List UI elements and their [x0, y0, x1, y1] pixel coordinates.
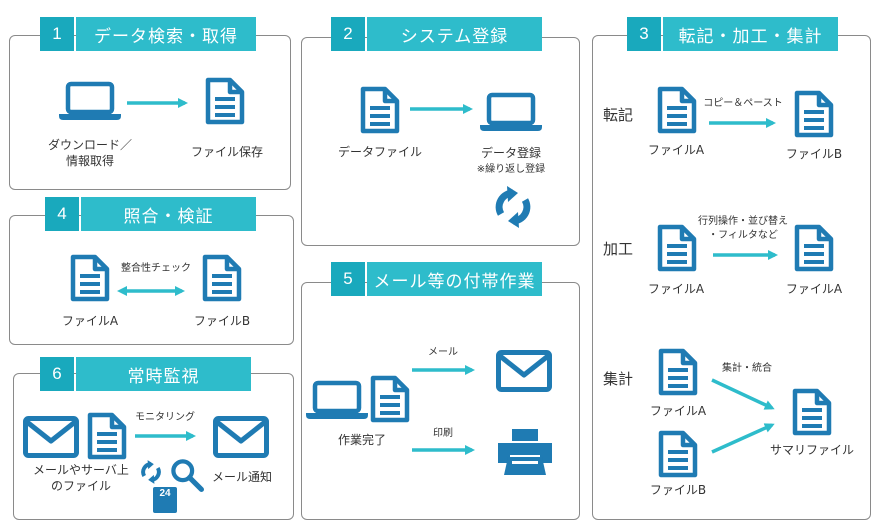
- row-label-process: 加工: [603, 240, 634, 258]
- source-label-2: のファイル: [50, 479, 111, 493]
- sync-icon: [138, 459, 164, 485]
- file-a-label: ファイルA: [61, 314, 119, 328]
- arrow-diagonal-up: [711, 423, 775, 454]
- section-title: データ検索・取得: [76, 17, 256, 51]
- section-title: 照合・検証: [81, 197, 256, 231]
- aggregate-label: 集計・統合: [722, 363, 772, 374]
- data-file-label: データファイル: [337, 145, 422, 159]
- repeat-note: ※繰り返し登録: [476, 164, 546, 175]
- file-a-label: ファイルA: [647, 143, 705, 157]
- badge-24: 24: [159, 488, 171, 499]
- header-transcribe: 3 転記・加工・集計: [627, 17, 838, 51]
- document-icon: [794, 224, 834, 272]
- summary-file-label: サマリファイル: [769, 443, 854, 457]
- work-done-label: 作業完了: [337, 433, 386, 447]
- section-title: システム登録: [367, 17, 542, 51]
- document-icon: [70, 254, 110, 302]
- panel-system-register: [301, 37, 580, 246]
- mail-icon: [496, 350, 552, 392]
- header-monitoring: 6 常時監視: [40, 357, 251, 391]
- header-data-search: 1 データ検索・取得: [40, 17, 256, 51]
- document-icon: [657, 224, 697, 272]
- double-arrow: [117, 286, 185, 296]
- row-label-transcribe: 転記: [603, 106, 634, 124]
- document-icon: [794, 90, 834, 138]
- row-ops-label-2: ・フィルタなど: [708, 230, 778, 241]
- source-label: メールやサーバ上: [33, 463, 129, 477]
- mail-notify-label: メール通知: [211, 470, 272, 484]
- header-ancillary: 5 メール等の付帯作業: [331, 262, 542, 296]
- arrow-right: [709, 118, 776, 128]
- section-number: 5: [331, 262, 365, 296]
- section-title: 転記・加工・集計: [663, 17, 838, 51]
- document-icon: [202, 254, 242, 302]
- row-ops-label: 行列操作・並び替え: [698, 216, 788, 227]
- file-a-label: ファイルA: [649, 404, 707, 418]
- laptop-icon: [306, 380, 368, 420]
- section-number: 3: [627, 17, 661, 51]
- document-icon: [658, 430, 698, 478]
- file-b-label: ファイルB: [649, 483, 707, 497]
- file-a-label: ファイルA: [647, 282, 705, 296]
- section-title: 常時監視: [76, 357, 251, 391]
- laptop-icon: [480, 92, 542, 132]
- section-number: 2: [331, 17, 365, 51]
- header-compare: 4 照合・検証: [45, 197, 256, 231]
- monitoring-label: モニタリング: [135, 412, 195, 423]
- document-icon: [360, 86, 400, 134]
- document-icon: [657, 86, 697, 134]
- laptop-icon: [59, 81, 121, 121]
- download-label: ダウンロード／: [47, 138, 132, 152]
- data-register-label: データ登録: [480, 146, 541, 160]
- printer-icon: [496, 427, 554, 477]
- file-save-label: ファイル保存: [190, 145, 263, 159]
- document-icon: [792, 388, 832, 436]
- arrow-right: [713, 250, 778, 260]
- section-number: 1: [40, 17, 74, 51]
- mail-icon: [213, 416, 269, 458]
- building-24-icon: 24: [153, 487, 177, 513]
- download-label-2: 情報取得: [65, 154, 114, 168]
- section-number: 4: [45, 197, 79, 231]
- document-icon: [658, 348, 698, 396]
- panel-compare: [9, 215, 294, 345]
- section-number: 6: [40, 357, 74, 391]
- arrow-right: [410, 104, 473, 114]
- mail-arrow-label: メール: [428, 347, 458, 358]
- arrow-diagonal-down: [711, 378, 775, 410]
- mail-icon: [23, 416, 79, 458]
- arrow-right: [412, 365, 475, 375]
- document-icon: [87, 412, 127, 460]
- check-label: 整合性チェック: [121, 263, 191, 274]
- row-label-aggregate: 集計: [603, 370, 634, 388]
- print-arrow-label: 印刷: [433, 428, 453, 439]
- sync-icon: [490, 184, 536, 230]
- arrow-right: [135, 431, 196, 441]
- file-b-label: ファイルB: [785, 147, 843, 161]
- header-system-register: 2 システム登録: [331, 17, 542, 51]
- arrow-right: [412, 445, 475, 455]
- document-icon: [205, 77, 245, 125]
- arrow-right: [127, 98, 188, 108]
- section-title: メール等の付帯作業: [367, 262, 542, 296]
- copy-paste-label: コピー＆ペースト: [703, 98, 783, 109]
- document-icon: [370, 375, 410, 423]
- file-b-label: ファイルB: [193, 314, 251, 328]
- file-a-label: ファイルA: [785, 282, 843, 296]
